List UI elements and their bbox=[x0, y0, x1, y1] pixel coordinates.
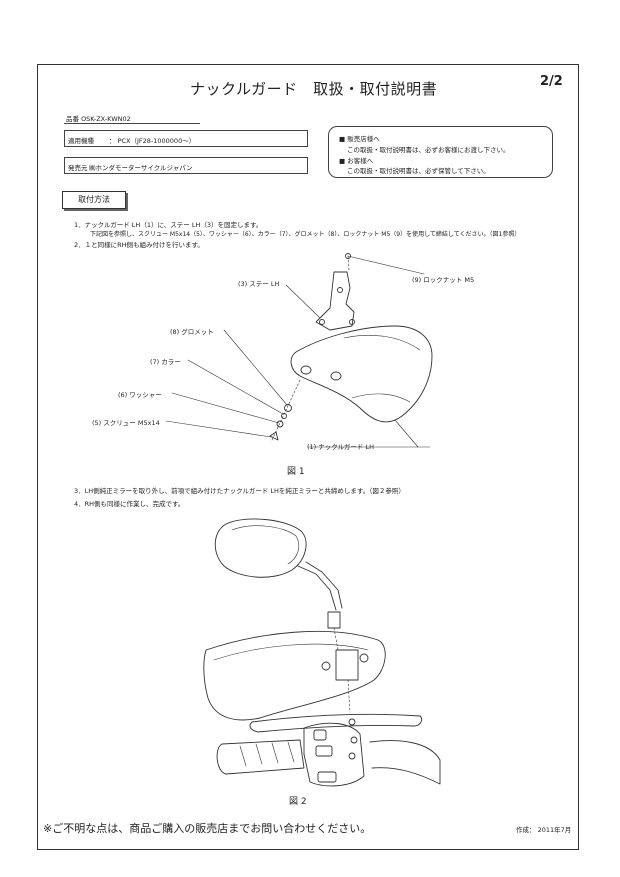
install-step-2: 2．１と同様にRH側も組み付けを行います。 bbox=[74, 241, 204, 249]
figure-1-caption: 図 1 bbox=[287, 467, 305, 477]
callout-locknut: (9) ロックナット M5 bbox=[412, 276, 475, 284]
stay-lh-drawing bbox=[315, 271, 355, 331]
notice-box: ■ 販売店様へ この取扱・取付説明書は、必ずお客様にお渡し下さい。 ■ お客様へ… bbox=[328, 126, 553, 178]
stay-hole-bottom bbox=[319, 319, 325, 325]
grommet-drawing bbox=[284, 404, 292, 412]
callout-screw: (5) スクリュー M5x14 bbox=[92, 419, 160, 427]
brake-lever-drawing bbox=[249, 713, 423, 733]
footer-note: ※ご不明な点は、商品ご購入の販売店までお問い合わせください。 bbox=[43, 822, 372, 835]
footer-date: 作成： 2011年7月 bbox=[516, 826, 572, 834]
part-number-underline bbox=[64, 123, 200, 124]
screw-drawing bbox=[269, 431, 279, 441]
figure-1-drawing bbox=[165, 253, 433, 448]
notice-dealer-heading: ■ 販売店様へ bbox=[339, 135, 380, 143]
install-step-1: 1．ナックルガード LH（1）に、ステー LH（3）を固定します。 bbox=[74, 221, 263, 229]
install-step-3: 3．LH側純正ミラーを取り外し、前項で組み付けたナックルガード LHを純正ミラー… bbox=[74, 487, 405, 495]
guard-fig2-drawing bbox=[203, 630, 386, 721]
stay-fig2-drawing bbox=[335, 649, 359, 681]
page-frame bbox=[37, 64, 579, 850]
figure-2-caption: 図 2 bbox=[289, 797, 307, 807]
switch-housing-drawing bbox=[303, 722, 365, 787]
distributor-value: ㈱ホンダモーターサイクルジャパン bbox=[89, 164, 193, 172]
model-value: ： PCX（JF28-1000000～） bbox=[109, 137, 196, 145]
notice-customer-heading: ■ お客様へ bbox=[339, 157, 374, 165]
callout-collar: (7) カラー bbox=[150, 358, 181, 366]
install-heading: 取付方法 bbox=[78, 195, 110, 204]
guard-mount-hole-2 bbox=[330, 371, 342, 381]
locknut-drawing bbox=[345, 253, 351, 259]
stay-hole-right bbox=[349, 319, 355, 325]
distributor-box: 発売元 ㈱ホンダモーターサイクルジャパン bbox=[64, 157, 308, 174]
model-label: 適用機種 bbox=[68, 137, 94, 145]
grip-drawing bbox=[216, 739, 305, 775]
callout-stay: (3) ステー LH bbox=[238, 280, 280, 288]
mirror-stem-drawing bbox=[297, 565, 337, 611]
washer-drawing bbox=[276, 420, 284, 428]
page-title: ナックルガード 取扱・取付説明書 bbox=[190, 80, 438, 98]
collar-drawing bbox=[281, 413, 287, 419]
part-number: 品番 OSK-ZX-KWN02 bbox=[66, 115, 131, 123]
callout-washer: (6) ワッシャー bbox=[118, 391, 162, 399]
install-heading-box: 取付方法 bbox=[62, 191, 126, 209]
callout-grommet: (8) グロメット bbox=[170, 328, 214, 336]
mirror-drawing bbox=[214, 518, 307, 578]
knuckle-guard-drawing bbox=[290, 325, 433, 423]
stay-hole-top bbox=[337, 287, 343, 293]
install-step-1-sub: 下記図を参照し、スクリュー M5x14（5）、ワッシャー（6）、カラー（7）、グ… bbox=[90, 231, 521, 238]
guard-mount-hole-1 bbox=[300, 365, 312, 375]
figure-2-drawing bbox=[203, 518, 441, 787]
model-box: 適用機種 ： PCX（JF28-1000000～） bbox=[64, 130, 308, 147]
page-number: 2/2 bbox=[540, 74, 563, 89]
install-step-4: 4．RH側も同様に作業し、完成です。 bbox=[74, 500, 185, 508]
handlebar-drawing bbox=[369, 740, 441, 785]
notice-dealer-text: この取扱・取付説明書は、必ずお客様にお渡し下さい。 bbox=[347, 146, 510, 154]
distributor-label: 発売元 bbox=[68, 164, 88, 172]
notice-customer-text: この取扱・取付説明書は、必ず保管して下さい。 bbox=[347, 167, 490, 175]
